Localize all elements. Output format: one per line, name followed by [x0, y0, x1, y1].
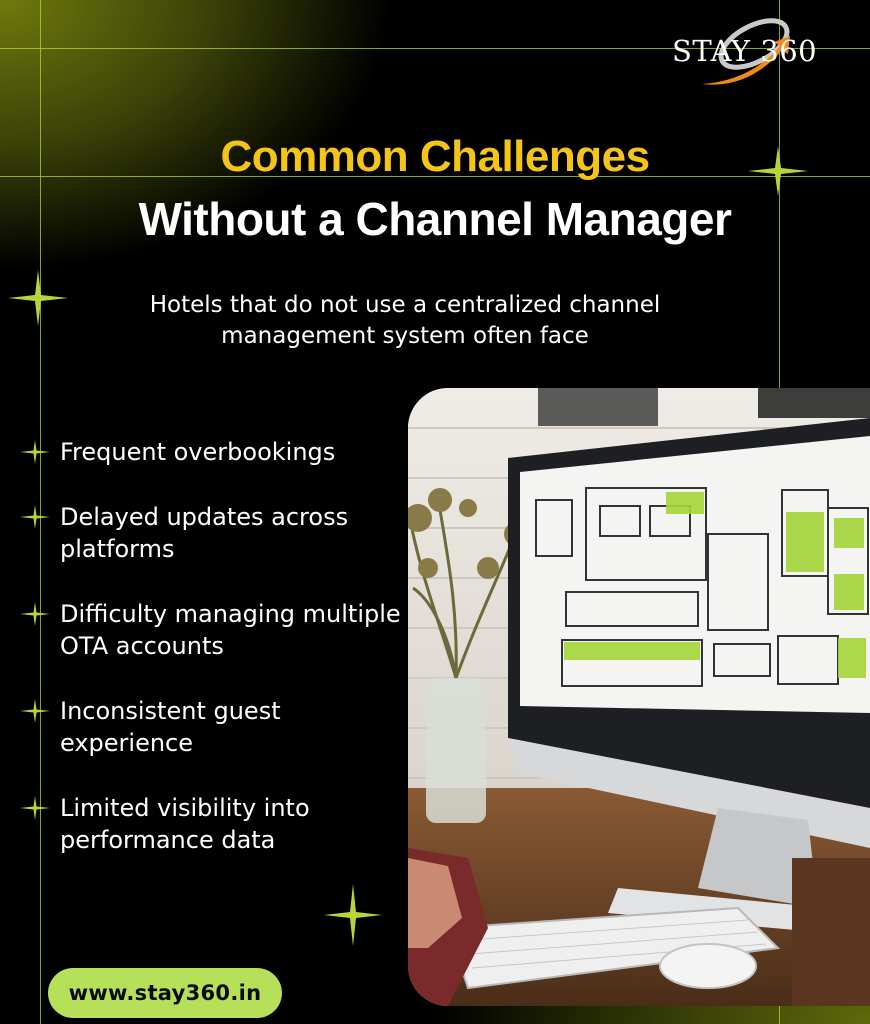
logo-text: STAY 360 — [672, 34, 818, 68]
list-item: Inconsistent guest experience — [20, 695, 405, 759]
website-link[interactable]: www.stay360.in — [48, 968, 282, 1018]
page-title-line2: Without a Channel Manager — [138, 193, 732, 245]
star-bullet-icon — [20, 796, 50, 820]
sparkle-icon — [324, 884, 382, 946]
list-item-label: Limited visibility into performance data — [60, 794, 310, 854]
sparkle-icon — [8, 270, 68, 326]
desk-monitor-photo — [408, 388, 870, 1006]
list-item: Limited visibility into performance data — [20, 792, 405, 856]
challenge-list: Frequent overbookings Delayed updates ac… — [20, 436, 405, 889]
list-item-label: Inconsistent guest experience — [60, 697, 281, 757]
list-item: Difficulty managing multiple OTA account… — [20, 598, 405, 662]
grid-line-top — [0, 48, 870, 49]
list-item: Delayed updates across platforms — [20, 501, 405, 565]
list-item: Frequent overbookings — [20, 436, 405, 468]
grid-line-mid — [0, 176, 870, 177]
star-bullet-icon — [20, 699, 50, 723]
logo-swoosh-icon — [702, 18, 790, 85]
star-bullet-icon — [20, 440, 50, 464]
star-bullet-icon — [20, 505, 50, 529]
sparkle-icon — [748, 146, 808, 196]
intro-text: Hotels that do not use a centralized cha… — [149, 292, 661, 349]
star-bullet-icon — [20, 602, 50, 626]
list-item-label: Difficulty managing multiple OTA account… — [60, 600, 401, 660]
list-item-label: Delayed updates across platforms — [60, 503, 349, 563]
grid-line-left — [40, 0, 41, 1024]
list-item-label: Frequent overbookings — [60, 438, 336, 466]
brand-logo: STAY 360 — [662, 10, 832, 100]
monitor-illustration — [408, 388, 870, 1006]
page-title-line1: Common Challenges — [220, 132, 650, 181]
